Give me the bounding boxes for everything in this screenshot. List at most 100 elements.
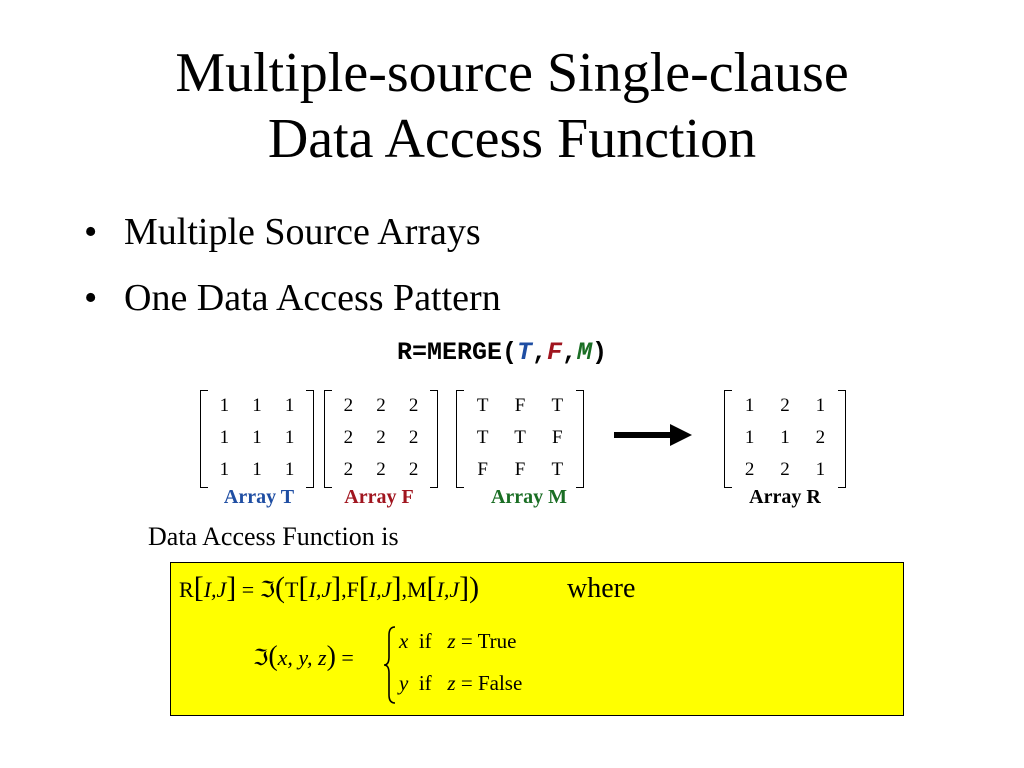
formula-arg-f: F: [547, 338, 563, 367]
case1-cond: if: [418, 629, 432, 653]
matrix-r: 1 2 1 1 1 2 2 2 1: [724, 390, 846, 488]
matrix-cell: 2: [376, 427, 386, 448]
formula-suffix: ): [592, 338, 608, 367]
eq1-arg1: T: [285, 577, 299, 602]
eq1-index: I,J: [436, 577, 460, 602]
matrix-cell: 1: [284, 459, 295, 480]
equation-2: ℑ(x, y, z) =: [253, 641, 354, 672]
matrix-cell: 2: [780, 459, 790, 480]
formula-arg-m: M: [577, 338, 593, 367]
eq1-arg3: M: [406, 577, 427, 602]
matrix-cell: 2: [815, 427, 826, 448]
matrix-cell: F: [477, 459, 488, 480]
eq1-lhs: R: [179, 577, 194, 602]
matrix-cell: 1: [815, 459, 826, 480]
case-true: x if z = True: [399, 629, 516, 654]
bullet-dot-icon: •: [84, 211, 98, 253]
left-brace-icon: [383, 626, 396, 704]
formula-comma: ,: [562, 338, 578, 367]
right-bracket: [838, 390, 846, 488]
left-bracket: [724, 390, 732, 488]
formula-box: R[I,J] = ℑ(T[I,J],F[I,J],M[I,J]) where ℑ…: [170, 562, 904, 716]
matrix-cell: 2: [408, 459, 419, 480]
matrix-m: T F T T T F F F T: [456, 390, 584, 488]
eq2-func: ℑ: [253, 645, 269, 670]
matrix-cell: 1: [252, 427, 262, 448]
title-line-2: Data Access Function: [267, 108, 757, 170]
case1-eq: =: [460, 629, 473, 653]
matrix-cell: F: [552, 427, 563, 448]
eq1-index: I,J: [308, 577, 332, 602]
case2-rhs: False: [477, 671, 523, 695]
bullet-dot-icon: •: [84, 277, 98, 319]
matrix-cell: 1: [780, 427, 790, 448]
formula-arg-t: T: [516, 338, 532, 367]
matrix-cell: 1: [815, 395, 826, 416]
matrix-cell: 1: [219, 395, 230, 416]
where-label: where: [567, 573, 636, 604]
case2-var: z: [447, 671, 456, 695]
matrix-cell: 1: [284, 395, 295, 416]
matrix-cell: 1: [744, 395, 755, 416]
array-r-label: Array R: [749, 486, 821, 508]
case1-var: z: [447, 629, 456, 653]
matrix-cell: 2: [343, 427, 354, 448]
case2-value: y: [399, 671, 409, 695]
eq2-vars: x, y, z: [277, 645, 327, 670]
matrix-cell: 2: [408, 395, 419, 416]
eq1-equals: =: [241, 577, 255, 602]
eq1-index: I,J: [203, 577, 227, 602]
array-m-label: Array M: [490, 486, 568, 508]
left-bracket: [324, 390, 332, 488]
bullet-item: • One Data Access Pattern: [84, 270, 501, 336]
matrix-cell: T: [551, 395, 564, 416]
merge-formula: R=MERGE(T,F,M): [0, 338, 1004, 367]
formula-prefix: R=MERGE(: [396, 338, 517, 367]
matrix-cell: 1: [219, 427, 230, 448]
matrix-cell: 2: [343, 459, 354, 480]
case-false: y if z = False: [399, 671, 522, 696]
eq1-arg2: F: [346, 577, 359, 602]
case1-rhs: True: [477, 629, 517, 653]
matrix-cell: 2: [408, 427, 419, 448]
matrix-f: 2 2 2 2 2 2 2 2 2: [324, 390, 438, 488]
left-bracket: [200, 390, 208, 488]
left-bracket: [456, 390, 464, 488]
eq2-equals: =: [341, 645, 354, 670]
right-arrow-icon: [614, 424, 692, 446]
matrix-cell: 2: [343, 395, 354, 416]
array-t-label: Array T: [223, 486, 295, 508]
title-line-1: Multiple-source Single-clause: [175, 42, 849, 104]
case2-eq: =: [460, 671, 473, 695]
right-bracket: [430, 390, 438, 488]
eq1-index: I,J: [368, 577, 392, 602]
matrix-cell: T: [476, 395, 489, 416]
array-f-label: Array F: [344, 486, 414, 508]
equation-1: R[I,J] = ℑ(T[I,J],F[I,J],M[I,J]): [179, 571, 480, 604]
matrix-cell: F: [514, 395, 526, 416]
matrix-cell: T: [476, 427, 489, 448]
eq1-comma: ,: [341, 577, 347, 602]
case1-value: x: [399, 629, 409, 653]
matrix-cell: T: [514, 427, 526, 448]
matrix-cell: 1: [219, 459, 230, 480]
slide-title: Multiple-source Single-clause Data Acces…: [0, 40, 1024, 172]
matrix-cell: 2: [376, 395, 386, 416]
bullet-list: • Multiple Source Arrays • One Data Acce…: [84, 204, 501, 336]
matrix-cell: 2: [780, 395, 790, 416]
matrix-cell: 1: [252, 395, 262, 416]
matrix-cell: 2: [744, 459, 755, 480]
right-bracket: [576, 390, 584, 488]
matrix-cell: T: [551, 459, 564, 480]
matrix-t: 1 1 1 1 1 1 1 1 1: [200, 390, 314, 488]
right-bracket: [306, 390, 314, 488]
matrix-cell: F: [514, 459, 526, 480]
matrix-cell: 1: [284, 427, 295, 448]
matrix-cell: 1: [744, 427, 755, 448]
formula-comma: ,: [531, 338, 547, 367]
case2-cond: if: [418, 671, 432, 695]
eq1-func: ℑ: [259, 577, 276, 602]
definition-intro: Data Access Function is: [148, 522, 399, 551]
bullet-text: Multiple Source Arrays: [124, 211, 481, 253]
bullet-text: One Data Access Pattern: [124, 277, 501, 319]
